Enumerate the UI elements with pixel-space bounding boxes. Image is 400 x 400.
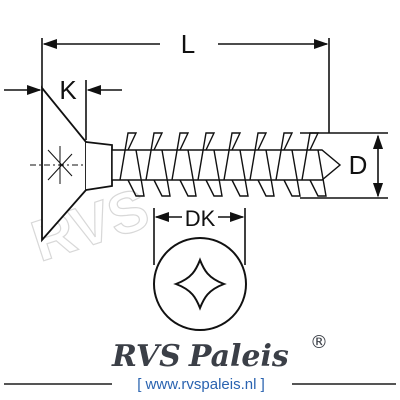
thread-crest bbox=[197, 132, 223, 197]
brand-url[interactable]: [ www.rvspaleis.nl ] bbox=[137, 376, 265, 393]
registered-mark: ® bbox=[310, 332, 328, 353]
head-diameter-dimension: DK bbox=[153, 206, 246, 265]
head-diameter-label: DK bbox=[185, 206, 216, 231]
head-height-dimension: K bbox=[4, 75, 122, 140]
phillips-recess-icon bbox=[173, 257, 227, 311]
screw-threads bbox=[119, 132, 327, 197]
screw-shank bbox=[85, 132, 342, 197]
brand-url-row: [ www.rvspaleis.nl ] bbox=[4, 376, 396, 393]
head-height-label: K bbox=[59, 75, 77, 105]
thread-crest bbox=[119, 132, 145, 197]
thread-crest bbox=[145, 132, 171, 197]
thread-crest bbox=[171, 132, 197, 197]
diameter-dimension: D bbox=[300, 132, 388, 199]
thread-crest bbox=[249, 132, 275, 197]
thread-crest bbox=[223, 132, 249, 197]
thread-crest bbox=[275, 132, 301, 197]
length-label: L bbox=[181, 29, 195, 59]
diameter-label: D bbox=[349, 150, 368, 180]
length-dimension: L bbox=[41, 29, 330, 133]
head-top-view bbox=[153, 237, 247, 331]
